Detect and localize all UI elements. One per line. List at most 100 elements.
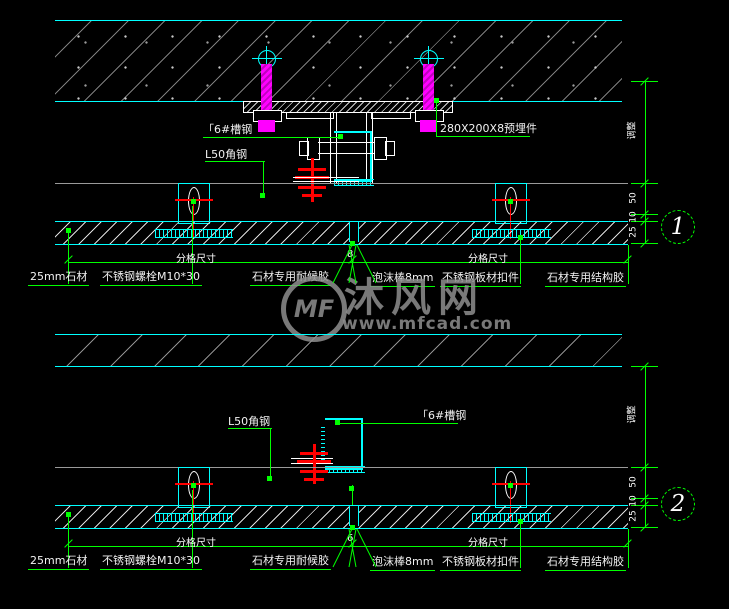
embed-stiffener-left [286, 112, 334, 119]
bolt-nut [258, 120, 275, 132]
pendant-pin [505, 187, 517, 215]
callout-angle: L50角钢 [228, 415, 271, 428]
adjust-bolt-washer [304, 478, 324, 481]
bolt-head-crosshair-h [252, 58, 282, 59]
callout-clamp: 不锈钢板材扣件 [440, 272, 521, 287]
leader-line [628, 245, 629, 284]
dim-chain-line [645, 81, 646, 243]
dim-label-25: 25 [628, 226, 639, 238]
callout-clamp: 不锈钢板材扣件 [440, 556, 521, 571]
pendant-pin [188, 187, 200, 215]
angle-steel-leg [291, 463, 333, 464]
pendant-bolt-centerline [193, 481, 194, 523]
adjust-bolt [313, 444, 316, 484]
leader-dot [191, 199, 196, 204]
pendant-bolt-centerline [193, 197, 194, 239]
callout-angle: L50角钢 [205, 148, 248, 161]
channel-weld-serration-v [321, 426, 325, 464]
stainless-clamp-left [155, 229, 233, 238]
callout-stone: 25mm石材 [28, 555, 90, 570]
angle-steel-leg [293, 177, 359, 178]
dim-label-adjust: 调整 [627, 121, 638, 140]
leader-line [263, 161, 264, 195]
stainless-clamp-right [472, 513, 551, 522]
anchor-bolt-left [252, 46, 282, 135]
bolt-head-crosshair-v [266, 46, 267, 70]
leader-line [228, 428, 272, 429]
detail-number-badge: 2 [661, 487, 695, 521]
watermark-logo-icon: MF [281, 276, 347, 342]
grid-dim-label-left: 分格尺寸 [176, 254, 216, 265]
grid-dim-label-right: 分格尺寸 [468, 254, 508, 265]
leader-line [192, 206, 193, 284]
leader-line [205, 161, 265, 162]
embed-plate [243, 101, 453, 113]
adjust-bolt-washer [298, 186, 326, 189]
watermark-logo-text: MF [293, 295, 335, 323]
dim-label-10: 10 [628, 211, 639, 223]
leader-dot [349, 486, 354, 491]
callout-channel: 「6#槽钢 [203, 123, 253, 136]
leader-dot [434, 98, 439, 103]
hanger-plate-line [330, 112, 331, 183]
stainless-clamp-right [472, 229, 551, 238]
callout-sealant: 石材专用耐候胶 [250, 555, 331, 570]
leader-dot [191, 483, 196, 488]
callout-adhesive: 石材专用结构胶 [545, 556, 626, 571]
detail-number: 2 [670, 491, 686, 517]
angle-steel-leg [293, 181, 359, 182]
leader-dot [518, 519, 523, 524]
dim-label-10: 10 [628, 495, 639, 507]
callout-bolt: 不锈钢螺栓M10*30 [100, 271, 202, 286]
dim-chain-line [645, 366, 646, 527]
leader-dot [508, 483, 513, 488]
callout-stone: 25mm石材 [28, 271, 90, 286]
watermark-brand: 沐风网 [344, 275, 485, 321]
leader-line [520, 522, 521, 568]
angle-steel-leg [291, 458, 333, 459]
pendant-bracket-left [175, 183, 213, 239]
upper-band-hatch [55, 334, 622, 367]
adjust-bolt-washer [298, 168, 326, 171]
bolt-head-crosshair-h [414, 58, 444, 59]
leader-line [203, 137, 342, 138]
through-bolt-head [299, 141, 309, 156]
leader-dot [335, 420, 340, 425]
through-bolt-shaft [318, 142, 374, 143]
leader-dot [338, 134, 343, 139]
stone-joint-gap [349, 222, 359, 242]
embed-stiffener-right [371, 112, 411, 119]
detail-number-badge: 1 [661, 210, 695, 244]
through-bolt-nut [385, 141, 395, 156]
joint-apex-dot [350, 241, 355, 246]
pendant-pin [505, 471, 517, 499]
pendant-pin [188, 471, 200, 499]
callout-bolt: 不锈钢螺栓M10*30 [100, 555, 202, 570]
concrete-slab-hatch [55, 20, 622, 102]
stone-joint-gap [349, 506, 359, 526]
grid-dim-label-right: 分格尺寸 [468, 538, 508, 549]
stainless-clamp-left [155, 513, 233, 522]
dim-label-50: 50 [628, 192, 639, 204]
leader-line [270, 428, 271, 478]
leader-dot [66, 512, 71, 517]
leader-dot [260, 193, 265, 198]
channel-weld-serration [325, 466, 365, 473]
joint-apex-dot [350, 525, 355, 530]
bolt-nut [420, 120, 437, 132]
leader-line [337, 423, 458, 424]
angle-steel-run-line [55, 183, 628, 184]
leader-dot [518, 235, 523, 240]
callout-foam: 泡沫棒8mm [370, 272, 436, 287]
angle-steel-run-line [55, 467, 628, 468]
bolt-shaft [423, 64, 434, 122]
leader-dot [66, 228, 71, 233]
leader-line [436, 101, 437, 136]
callout-embed: 280X200X8预埋件 [440, 122, 538, 135]
through-bolt-nut [374, 137, 387, 160]
leader-line [68, 515, 69, 568]
adjust-bolt-washer [300, 452, 328, 455]
adjust-bolt [311, 158, 314, 202]
leader-dot [267, 476, 272, 481]
